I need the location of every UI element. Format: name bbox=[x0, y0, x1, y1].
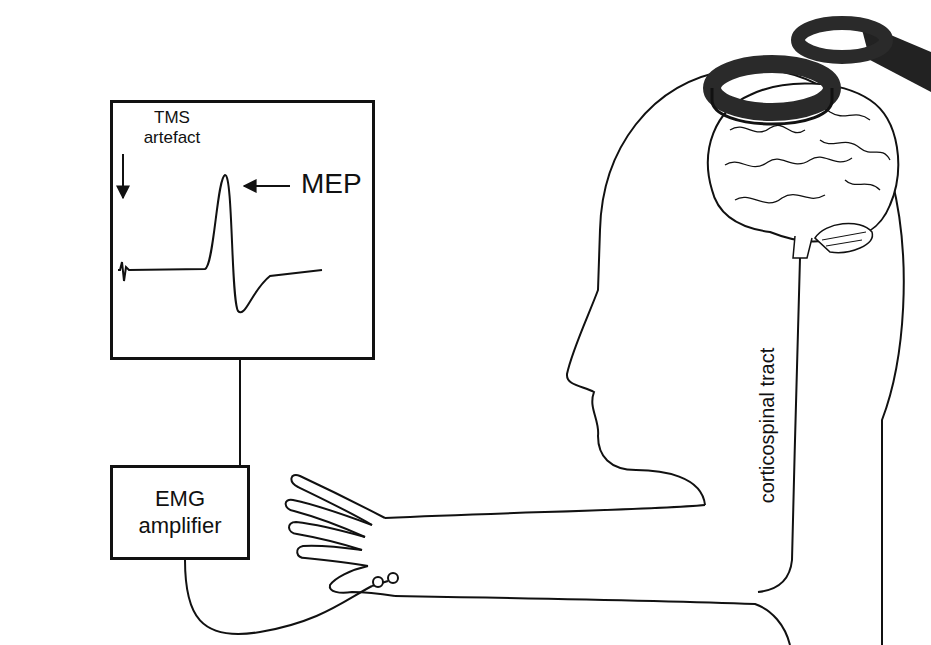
emg-trace bbox=[118, 175, 322, 312]
display-box: TMS artefactMEP bbox=[110, 100, 375, 360]
electrode-wire bbox=[185, 560, 372, 634]
amplifier-box: EMG amplifier bbox=[110, 465, 250, 560]
cerebellum bbox=[815, 223, 872, 252]
annotation-label: MEP bbox=[301, 169, 371, 200]
hand-thumb bbox=[330, 566, 395, 596]
signal-cable bbox=[239, 360, 241, 465]
electrode bbox=[373, 577, 383, 587]
box-label: EMG amplifier bbox=[121, 486, 239, 539]
coil-ring bbox=[712, 64, 832, 112]
coil-rim bbox=[712, 88, 832, 124]
arm-outline bbox=[395, 596, 790, 645]
mep-arrow bbox=[244, 185, 290, 187]
electrode bbox=[388, 573, 398, 583]
tract-label: corticospinal tract bbox=[757, 347, 780, 503]
artefact-arrow bbox=[122, 154, 124, 198]
cerebellum-lines bbox=[822, 232, 866, 246]
arm-outline bbox=[385, 505, 705, 518]
hand-finger bbox=[291, 475, 385, 525]
brainstem bbox=[793, 236, 812, 258]
coil-ring bbox=[798, 23, 886, 57]
hand-finger bbox=[297, 546, 368, 566]
head-outline bbox=[567, 68, 904, 645]
annotation-label: TMS artefact bbox=[131, 108, 213, 147]
hand-finger bbox=[286, 500, 372, 537]
